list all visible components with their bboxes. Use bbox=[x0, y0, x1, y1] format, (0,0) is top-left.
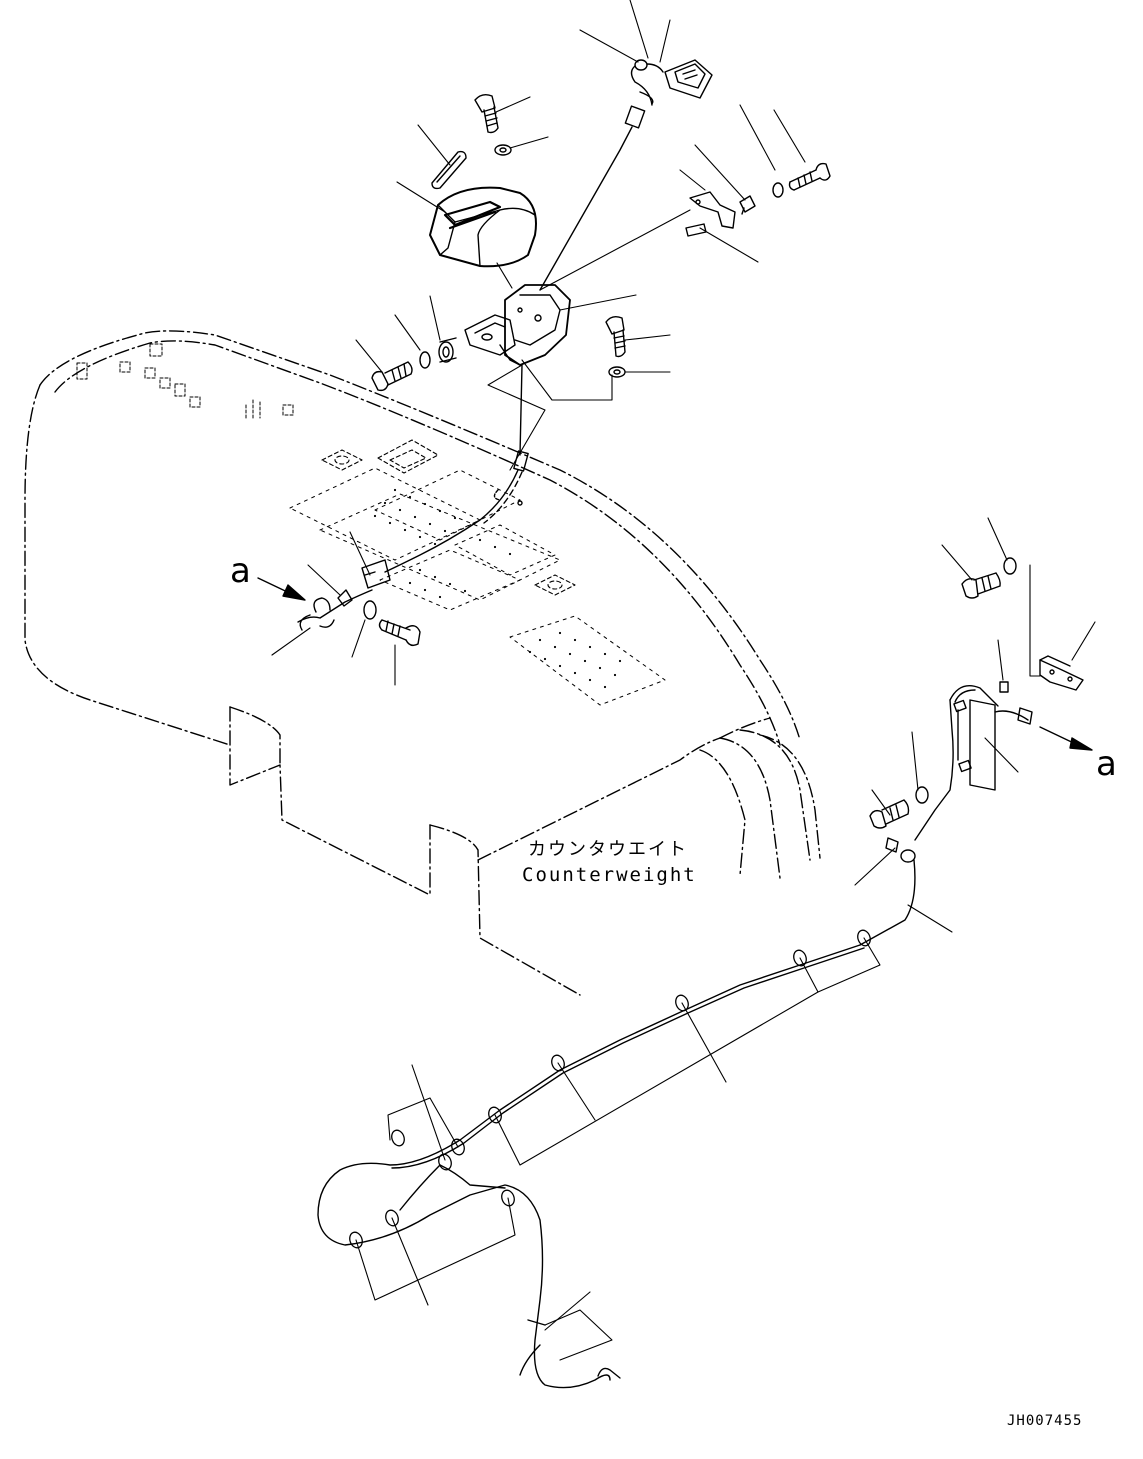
bolt-icon bbox=[788, 162, 831, 191]
bolt-icon bbox=[474, 93, 499, 134]
washer-icon bbox=[438, 337, 457, 363]
wire-harness-icon bbox=[317, 944, 865, 1389]
washer-icon bbox=[494, 144, 512, 156]
connector-icon bbox=[539, 59, 713, 291]
arrow-a-left-icon bbox=[257, 577, 306, 601]
lamp-label-icon bbox=[431, 150, 467, 190]
wire-harness-icon bbox=[384, 364, 529, 573]
counterweight-outline bbox=[24, 330, 821, 996]
counterweight-perforated-plates bbox=[289, 467, 666, 706]
bolt-icon bbox=[869, 799, 910, 829]
harness-plate-icon bbox=[969, 681, 1009, 791]
washer-icon bbox=[772, 182, 784, 198]
perforation-dots bbox=[373, 488, 622, 689]
clamp-bracket-icon bbox=[685, 191, 736, 237]
top-fittings bbox=[76, 343, 294, 421]
arrow-a-left-label: a bbox=[230, 551, 251, 591]
counterweight-lifting-pads bbox=[321, 439, 576, 596]
washer-icon bbox=[608, 366, 626, 378]
leader-lines bbox=[854, 517, 1096, 933]
bolt-icon bbox=[605, 315, 626, 358]
mount-bracket-icon bbox=[1039, 655, 1084, 691]
bolt-icon bbox=[378, 619, 421, 647]
harness-clamp-left bbox=[297, 559, 391, 631]
wire-harness-icon bbox=[859, 685, 1033, 946]
leader-lines bbox=[355, 0, 806, 471]
washer-icon bbox=[419, 351, 431, 369]
counterweight-label-jp: カウンタウエイト bbox=[528, 839, 688, 860]
counterweight-label-en: Counterweight bbox=[522, 864, 697, 886]
work-lamp-icon bbox=[429, 186, 537, 268]
washer-icon bbox=[363, 600, 377, 620]
leader-lines bbox=[271, 531, 396, 686]
washer-icon bbox=[1003, 557, 1017, 575]
bolt-icon bbox=[371, 361, 413, 392]
clip-icon bbox=[739, 195, 756, 215]
harness-clips bbox=[349, 929, 871, 1249]
arrow-a-right-icon bbox=[1039, 726, 1093, 751]
arrow-a-right-label: a bbox=[1096, 744, 1117, 784]
bolt-icon bbox=[961, 572, 1001, 599]
mount-bracket-icon bbox=[464, 284, 571, 366]
drawing-code: JH007455 bbox=[1007, 1413, 1082, 1429]
leader-lines bbox=[355, 937, 881, 1361]
washer-icon bbox=[915, 786, 929, 804]
